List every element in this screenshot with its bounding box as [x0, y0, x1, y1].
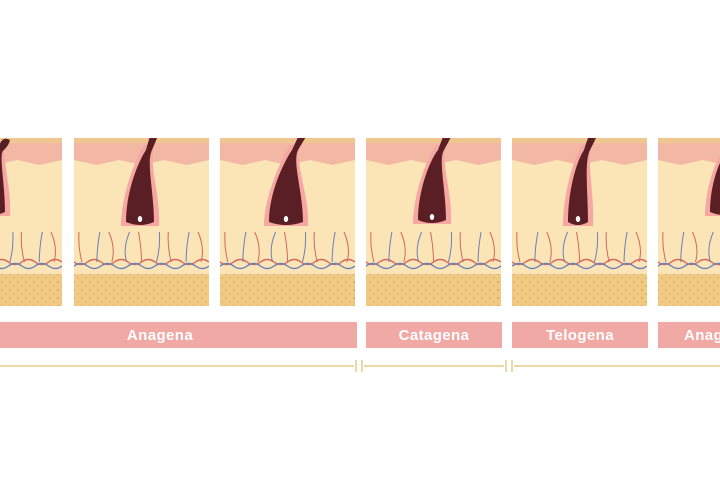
- capillary-branch: [459, 231, 464, 263]
- phase-label-catagen: Catagena: [399, 327, 470, 344]
- capillary-branch: [388, 231, 393, 263]
- capillary-branch: [489, 231, 495, 263]
- epidermis-layer: [0, 143, 62, 165]
- subcutaneous-fat-layer: [512, 274, 647, 306]
- capillary-branch: [400, 231, 406, 263]
- capillary-branch: [254, 231, 260, 263]
- phase-band-telogen: [512, 322, 648, 348]
- capillary-branch: [50, 231, 56, 263]
- subcutaneous-fat-layer: [366, 274, 501, 306]
- hair-shaft: [269, 138, 306, 225]
- dermal-papilla: [429, 214, 435, 220]
- capillary-branch: [167, 231, 172, 263]
- capillary-branch: [370, 231, 375, 263]
- stratum-corneum: [366, 138, 501, 143]
- blood-vessel-red: [366, 258, 501, 266]
- capillary-branch: [96, 231, 101, 263]
- blood-vessel-blue: [220, 262, 355, 270]
- capillary-branch: [9, 231, 14, 263]
- blood-vessel-blue: [512, 262, 647, 270]
- capillary-branch: [284, 231, 288, 263]
- capillary-branch: [623, 231, 628, 263]
- capillary-branch: [38, 231, 43, 263]
- stratum-corneum: [658, 138, 720, 143]
- blood-vessel-blue: [658, 262, 720, 270]
- skin-section-panel: [220, 138, 355, 306]
- capillary-branch: [662, 231, 667, 263]
- capillary-branch: [708, 231, 714, 263]
- subcutaneous-fat-layer: [658, 274, 720, 306]
- capillary-branch: [477, 231, 482, 263]
- subcutaneous-fat-layer: [220, 274, 355, 306]
- dermal-papilla: [283, 216, 289, 222]
- stratum-corneum: [220, 138, 355, 143]
- hair-shaft: [0, 138, 10, 214]
- blood-vessel-blue: [74, 262, 209, 270]
- hair-shaft: [418, 138, 451, 223]
- capillary-branch: [343, 231, 349, 263]
- phase-label-anagen-left: Anagena: [127, 327, 193, 344]
- subcutaneous-fat-layer: [74, 274, 209, 306]
- hair-shaft: [568, 138, 596, 225]
- stratum-corneum: [74, 138, 209, 143]
- skin-section-panel: [0, 138, 62, 306]
- capillary-branch: [78, 231, 83, 263]
- capillary-branch: [692, 231, 698, 263]
- capillary-branch: [416, 231, 423, 263]
- capillary-branch: [242, 231, 247, 263]
- blood-vessel-red: [74, 258, 209, 266]
- blood-vessel-red: [220, 258, 355, 266]
- phase-label-anagen-right: Anag: [684, 327, 720, 344]
- capillary-branch: [270, 231, 277, 263]
- capillary-branch: [313, 231, 318, 263]
- hair-shaft: [126, 138, 158, 225]
- phase-band-anagen-right: [658, 322, 720, 348]
- capillary-branch: [20, 231, 25, 263]
- capillary-branch: [301, 231, 307, 263]
- dermal-papilla: [575, 216, 581, 222]
- skin-section-panel: [512, 138, 647, 306]
- capillary-branch: [635, 231, 641, 263]
- stratum-corneum: [0, 138, 62, 143]
- blood-vessel-red: [658, 258, 720, 266]
- capillary-branch: [447, 231, 453, 263]
- capillary-branch: [534, 231, 539, 263]
- dermal-papilla: [137, 216, 143, 222]
- epidermis-layer: [658, 143, 720, 165]
- skin-section-panel: [74, 138, 209, 306]
- stratum-corneum: [512, 138, 647, 143]
- timeline: [0, 360, 720, 372]
- phase-band-anagen-left: [0, 322, 357, 348]
- subcutaneous-fat-layer: [0, 274, 62, 306]
- capillary-branch: [546, 231, 552, 263]
- blood-vessel-blue: [0, 262, 62, 270]
- hair-shaft: [710, 163, 720, 215]
- capillary-branch: [108, 231, 114, 263]
- phase-bands: Anagena Catagena Telogena Anag: [0, 322, 720, 348]
- phase-band-catagen: [366, 322, 502, 348]
- capillary-branch: [331, 231, 336, 263]
- capillary-branch: [605, 231, 610, 263]
- blood-vessel-blue: [366, 262, 501, 270]
- capillary-branch: [224, 231, 229, 263]
- blood-vessel-red: [0, 258, 62, 266]
- phase-label-telogen: Telogena: [546, 327, 614, 344]
- capillary-branch: [155, 231, 161, 263]
- capillary-branch: [430, 231, 434, 263]
- skin-section-panel: [366, 138, 501, 306]
- blood-vessel-red: [512, 258, 647, 266]
- capillary-branch: [124, 231, 131, 263]
- capillary-branch: [138, 231, 142, 263]
- capillary-branch: [516, 231, 521, 263]
- capillary-branch: [576, 231, 580, 263]
- skin-section-panel: [658, 138, 720, 306]
- capillary-branch: [593, 231, 599, 263]
- capillary-branch: [680, 231, 685, 263]
- capillary-branch: [562, 231, 569, 263]
- capillary-branch: [197, 231, 203, 263]
- capillary-branch: [185, 231, 190, 263]
